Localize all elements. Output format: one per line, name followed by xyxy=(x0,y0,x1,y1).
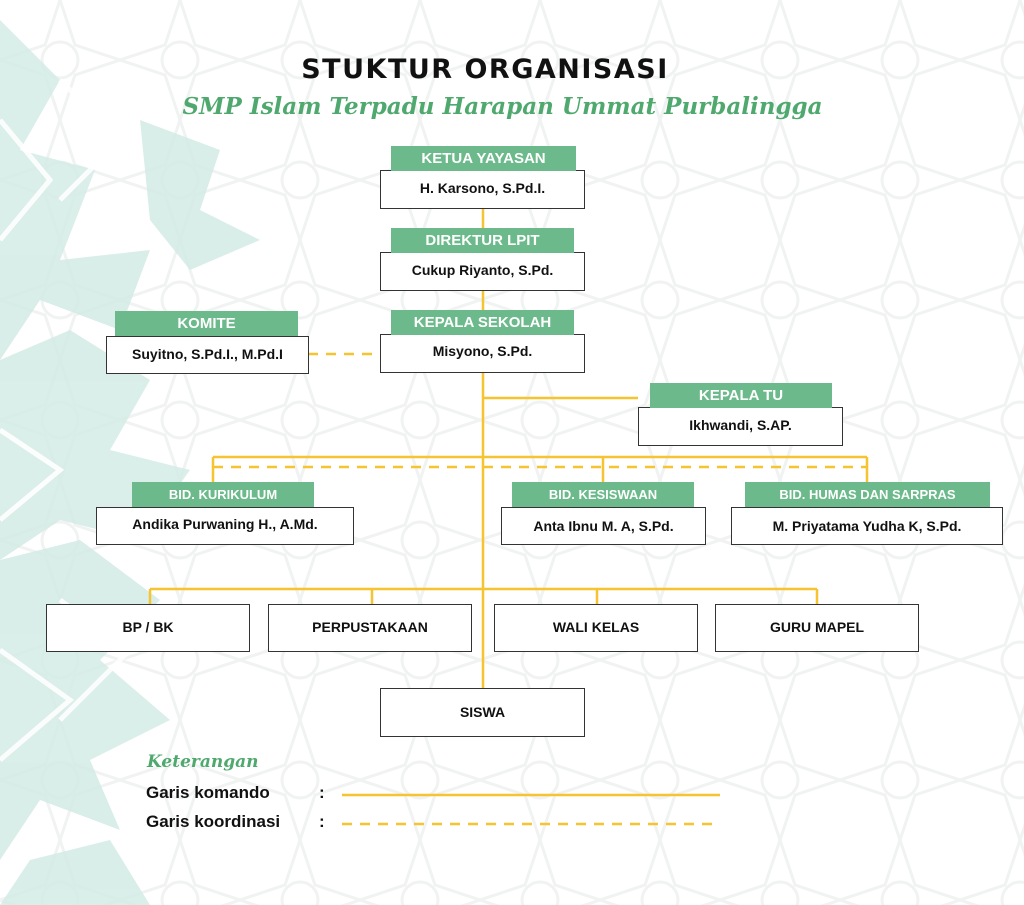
bp-bk-box: BP / BK xyxy=(46,604,250,652)
bid-humas-box: M. Priyatama Yudha K, S.Pd. xyxy=(731,507,1003,545)
komite-name: Suyitno, S.Pd.I., M.Pd.I xyxy=(132,346,283,362)
direktur-lpit-name: Cukup Riyanto, S.Pd. xyxy=(411,262,554,278)
komite-header: KOMITE xyxy=(115,311,298,336)
direktur-lpit-header: DIREKTUR LPIT xyxy=(391,228,574,253)
bid-humas-name: M. Priyatama Yudha K, S.Pd. xyxy=(772,518,962,534)
page-subtitle: SMP Islam Terpadu Harapan Ummat Purbalin… xyxy=(182,93,823,120)
bid-humas-header: BID. HUMAS DAN SARPRAS xyxy=(745,482,990,507)
kepala-tu-box: Ikhwandi, S.AP. xyxy=(638,407,843,446)
siswa-box: SISWA xyxy=(380,688,585,737)
ketua-yayasan-name: H. Karsono, S.Pd.I. xyxy=(419,180,546,196)
legend-command-colon: : xyxy=(319,783,325,802)
legend-title: Keterangan xyxy=(147,752,259,772)
page-title: STUKTUR ORGANISASI xyxy=(301,54,669,85)
kepala-tu-header: KEPALA TU xyxy=(650,383,832,408)
ketua-yayasan-box: H. Karsono, S.Pd.I. xyxy=(380,170,585,209)
bid-kurikulum-box: Andika Purwaning H., A.Md. xyxy=(96,507,354,545)
wali-kelas-box: WALI KELAS xyxy=(494,604,698,652)
bid-kesiswaan-header: BID. KESISWAAN xyxy=(512,482,694,507)
perpustakaan-box: PERPUSTAKAAN xyxy=(268,604,472,652)
bid-kesiswaan-name: Anta Ibnu M. A, S.Pd. xyxy=(533,518,674,534)
kepala-sekolah-box: Misyono, S.Pd. xyxy=(380,334,585,373)
ketua-yayasan-header: KETUA YAYASAN xyxy=(391,146,576,171)
kepala-tu-name: Ikhwandi, S.AP. xyxy=(689,417,792,433)
kepala-sekolah-header: KEPALA SEKOLAH xyxy=(391,310,574,335)
bid-kesiswaan-box: Anta Ibnu M. A, S.Pd. xyxy=(501,507,706,545)
guru-mapel-label: GURU MAPEL xyxy=(769,619,865,635)
guru-mapel-box: GURU MAPEL xyxy=(715,604,919,652)
wali-kelas-label: WALI KELAS xyxy=(552,619,640,635)
bid-kurikulum-name: Andika Purwaning H., A.Md. xyxy=(132,516,318,532)
legend-coordination-label: Garis koordinasi xyxy=(146,812,281,831)
bp-bk-label: BP / BK xyxy=(122,619,174,635)
legend-command-label: Garis komando xyxy=(146,783,270,802)
komite-box: Suyitno, S.Pd.I., M.Pd.I xyxy=(106,336,309,374)
siswa-label: SISWA xyxy=(459,704,506,720)
left-ornament xyxy=(0,20,260,905)
kepala-sekolah-name: Misyono, S.Pd. xyxy=(432,343,533,359)
bid-kurikulum-header: BID. KURIKULUM xyxy=(132,482,314,507)
direktur-lpit-box: Cukup Riyanto, S.Pd. xyxy=(380,252,585,291)
perpustakaan-label: PERPUSTAKAAN xyxy=(312,619,428,635)
legend-coordination-colon: : xyxy=(319,812,325,831)
